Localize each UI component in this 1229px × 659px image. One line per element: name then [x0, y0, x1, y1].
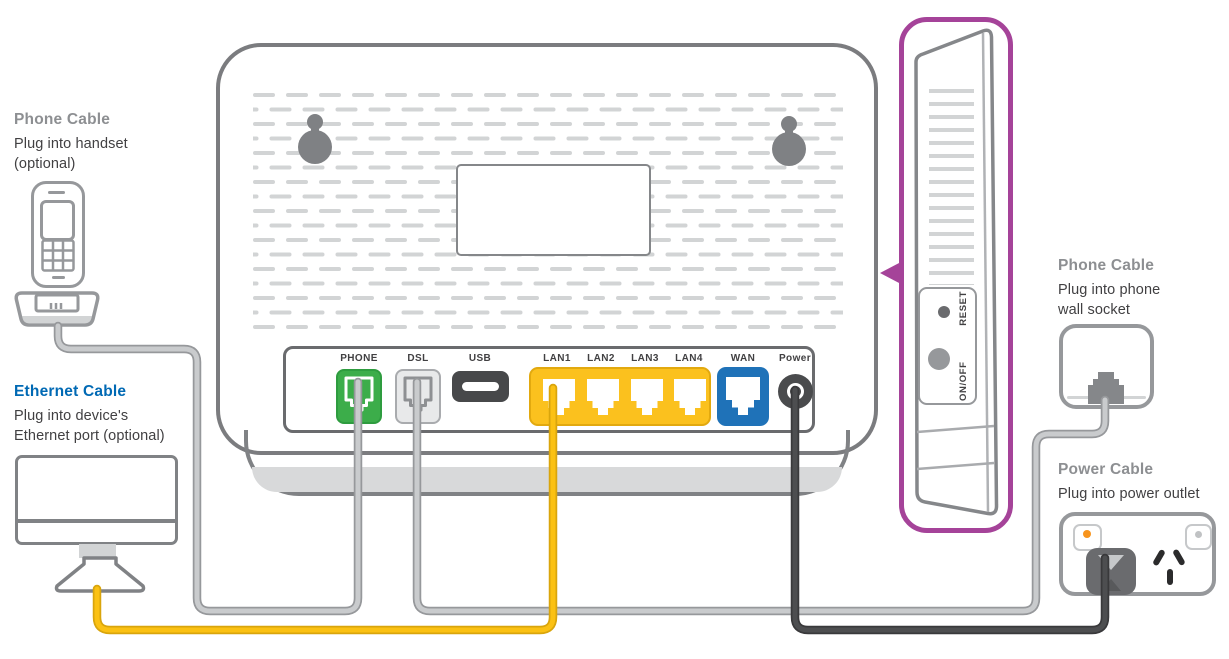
- port-label-lan1: LAN1: [543, 353, 571, 364]
- annotation-title: Phone Cable: [1058, 257, 1155, 274]
- outlet-pin-slot: [1152, 548, 1166, 567]
- usb-port: [452, 371, 509, 402]
- annotation-line: Plug into device's: [14, 408, 129, 424]
- handset-cradle: [14, 291, 100, 327]
- power-outlet-icon: [1059, 512, 1216, 596]
- keyhole-mount-icon: [772, 116, 806, 166]
- monitor-bezel-line: [18, 519, 175, 523]
- annotation-line: Plug into phone: [1058, 282, 1161, 298]
- handset-speaker: [48, 191, 65, 194]
- side-vent-grille: [929, 89, 974, 285]
- rj45-jack-icon: [587, 379, 619, 415]
- annotation-ethernet: Ethernet Cable Plug into device's Ethern…: [14, 382, 165, 446]
- annotation-line: Ethernet port (optional): [14, 428, 165, 444]
- annotation-line: wall socket: [1058, 302, 1131, 318]
- reset-label: RESET: [957, 291, 969, 326]
- onoff-reset-label: ON/OFF RESET: [956, 291, 970, 401]
- outlet-switch: [1185, 524, 1212, 550]
- keyhole-mount-icon: [298, 114, 332, 164]
- power-ring-icon: [787, 383, 804, 400]
- monitor-icon: [15, 455, 178, 545]
- port-label-lan3: LAN3: [631, 353, 659, 364]
- rj11-jack-icon: [403, 376, 433, 412]
- outlet-pin-slot: [1172, 548, 1186, 567]
- highlight-arrow-icon: [880, 262, 901, 284]
- router-label-plate: [456, 164, 651, 256]
- plug-cable-notch: [1101, 579, 1121, 591]
- port-label-power: Power: [778, 353, 811, 364]
- rj45-jack-icon: [726, 377, 760, 415]
- annotation-title: Power Cable: [1058, 461, 1154, 478]
- port-label-dsl: DSL: [407, 353, 429, 364]
- phone-port: [336, 369, 382, 424]
- handset-screen: [40, 200, 75, 241]
- outlet-switch: [1073, 524, 1102, 551]
- reset-button: [938, 306, 950, 318]
- port-label-wan: WAN: [730, 353, 756, 364]
- annotation-title: Phone Cable: [14, 111, 111, 128]
- onoff-label: ON/OFF: [957, 361, 969, 402]
- plug-triangle: [1098, 555, 1124, 570]
- annotation-power: Power Cable Plug into power outlet: [1058, 460, 1200, 504]
- phone-jack-icon: [1088, 372, 1124, 404]
- annotation-line: Plug into handset: [14, 136, 128, 152]
- handset-keypad: [41, 239, 75, 272]
- annotation-phone-handset: Phone Cable Plug into handset (optional): [14, 110, 128, 174]
- usb-slot-icon: [462, 382, 499, 391]
- router-base-band: [252, 467, 842, 492]
- port-label-usb: USB: [468, 353, 492, 364]
- port-label-lan2: LAN2: [587, 353, 615, 364]
- rj45-jack-icon: [674, 379, 706, 415]
- side-button-panel: ON/OFF RESET: [918, 287, 977, 405]
- annotation-line: (optional): [14, 156, 76, 172]
- power-plug-icon: [1086, 548, 1136, 595]
- rj45-jack-icon: [631, 379, 663, 415]
- wan-port: [717, 367, 769, 426]
- lan-ports-block: [529, 367, 711, 426]
- annotation-phone-wall: Phone Cable Plug into phone wall socket: [1058, 256, 1160, 320]
- port-label-phone: PHONE: [340, 353, 378, 364]
- port-label-lan4: LAN4: [675, 353, 703, 364]
- power-port: [778, 374, 813, 409]
- rj45-jack-icon: [543, 379, 575, 415]
- annotation-line: Plug into power outlet: [1058, 486, 1200, 502]
- outlet-indicator-dot: [1083, 530, 1091, 538]
- outlet-earth-slot: [1167, 569, 1173, 585]
- handset-chin: [52, 276, 65, 279]
- power-onoff-button: [928, 348, 950, 370]
- outlet-indicator-dot: [1195, 531, 1202, 538]
- annotation-title: Ethernet Cable: [14, 383, 127, 400]
- monitor-stand: [54, 556, 146, 593]
- rj11-jack-icon: [344, 376, 374, 412]
- dsl-port: [395, 369, 441, 424]
